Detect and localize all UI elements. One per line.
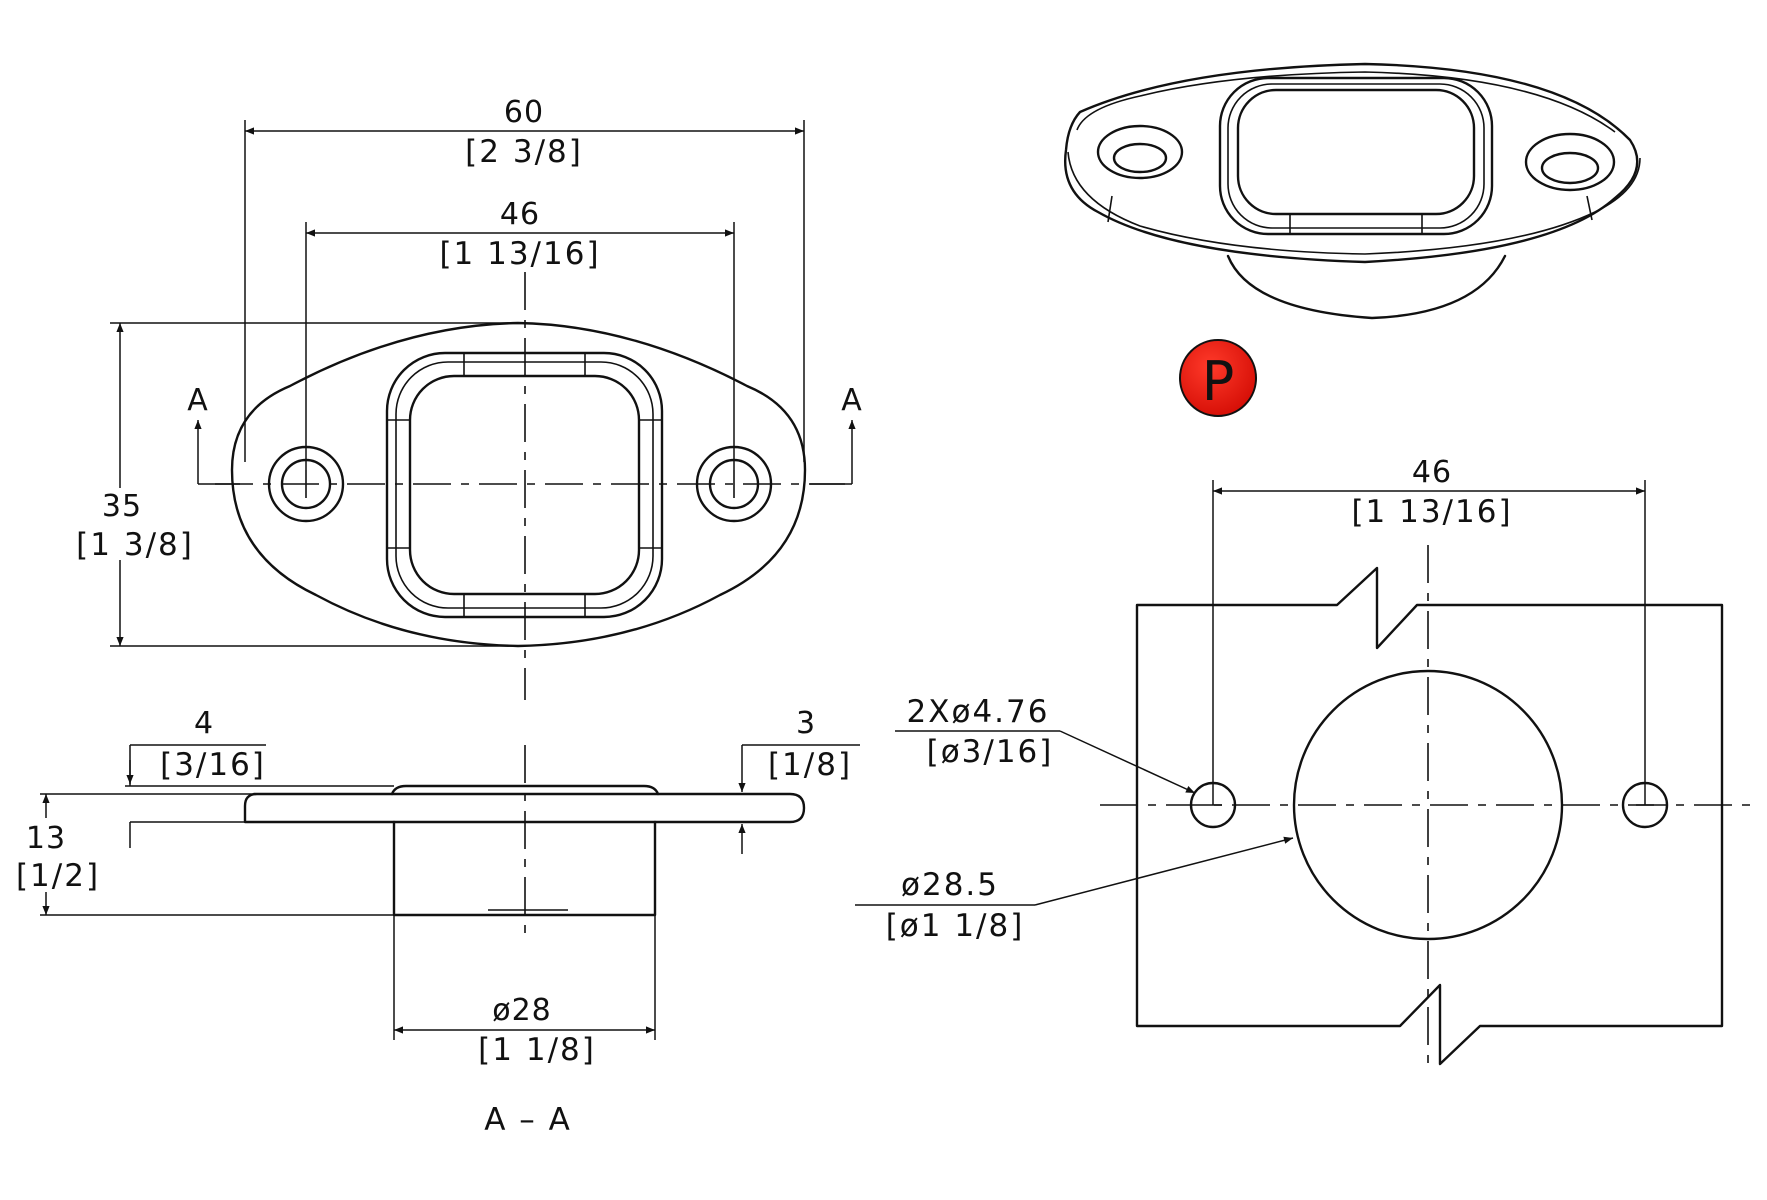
badge-letter: P [1202,350,1235,413]
section-mark-right: A [841,383,863,418]
dim-total-height: 13 [26,821,66,856]
section-view: 4 [3/16] 3 [1/8] 13 [1/2] ø28 [1 1/8] A … [8,706,860,1138]
section-flange [243,792,806,824]
section-rim [390,784,660,796]
badge-circle [1179,339,1257,417]
dim-hole-spacing: 46 [500,197,540,232]
template-hole-label: 2Xø4.76 [907,694,1050,730]
iso-flange-outer [1064,62,1639,264]
section-caption: A – A [484,1102,572,1138]
section-mark-left: A [187,383,209,418]
template-hole-label-in: [ø3/16] [927,734,1054,770]
template-cutout-label-in: [ø1 1/8] [886,908,1025,944]
dim-boss-diameter: ø28 [492,993,552,1028]
cutout-template: 46 [1 13/16] 2Xø4.76 [ø3/16] ø28.5 [ø1 1… [855,455,1760,1066]
dim-hole-spacing-in: [1 13/16] [439,236,600,272]
badge-p: P [1179,339,1257,417]
isometric-view [1064,62,1641,320]
dim-flange-thickness: 4 [194,706,214,741]
template-dim-spacing: 46 [1412,455,1452,490]
dim-flange-thickness-in: [3/16] [160,747,266,783]
dim-height: 35 [102,489,142,524]
dim-rim-height-in: [1/8] [768,747,852,783]
dim-overall-width: 60 [504,95,544,130]
dim-rim-height: 3 [796,706,816,741]
dim-overall-width-in: [2 3/8] [465,134,583,170]
template-panel [1135,566,1724,1066]
top-view: A A 60 [2 3/8] 46 [1 13/16] 35 [1 3/8] [70,95,863,700]
template-dim-spacing-in: [1 13/16] [1351,494,1512,530]
dim-boss-diameter-in: [1 1/8] [478,1032,596,1068]
template-cutout-label: ø28.5 [901,867,999,903]
dim-total-height-in: [1/2] [16,858,100,894]
flange-outline [230,321,807,648]
dim-height-in: [1 3/8] [76,527,194,563]
